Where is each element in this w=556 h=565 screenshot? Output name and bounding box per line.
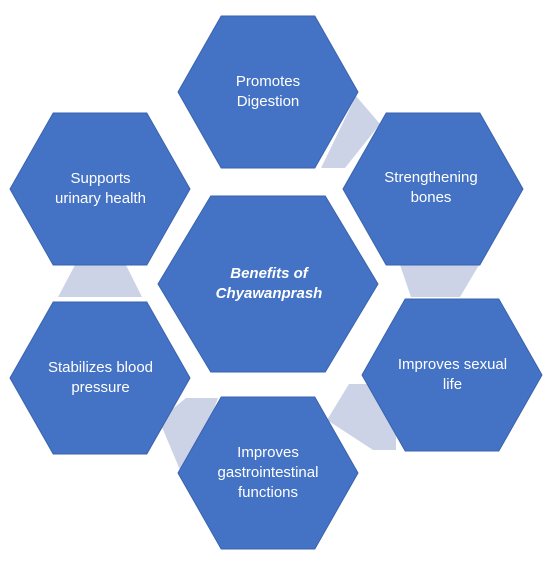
hexagon-center [157, 195, 379, 373]
connector-gastro-blood-pressure [159, 398, 218, 470]
hexagon-improves-gastrointestinal-functions [177, 396, 359, 550]
hexagon-stabilizes-blood-pressure [9, 301, 191, 455]
hexagon-promotes-digestion [177, 15, 359, 169]
connector-bones-sexual-life [400, 265, 479, 297]
connector-digestion-bones [321, 96, 380, 168]
connector-layer [58, 96, 479, 470]
connector-blood-pressure-urinary [58, 265, 142, 297]
hexagon-layer [9, 15, 543, 550]
hexagon-improves-sexual-life [361, 298, 543, 452]
hexagon-strengthening-bones [342, 112, 524, 266]
hexagon-supports-urinary-health [9, 112, 191, 266]
